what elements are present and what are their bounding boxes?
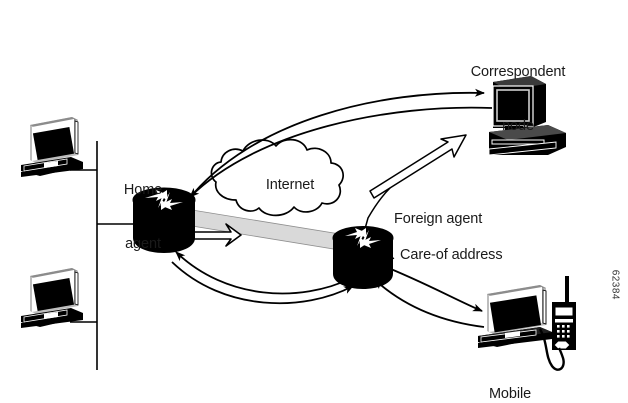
tunnel-hollow-arrow-to-home-agent	[187, 223, 242, 247]
home-agent-to-correspondent-node	[187, 88, 493, 201]
care-of-address-label: Care-of address	[400, 247, 503, 263]
internet-label: Internet	[265, 177, 315, 193]
foreign-agent-router-icon	[332, 226, 394, 289]
correspondent-node-label-line1: Correspondent	[470, 64, 566, 80]
correspondent-node-desktop-icon	[488, 76, 566, 156]
home-agent-label-line2: agent	[125, 236, 161, 252]
figure-id-label: 62384	[609, 269, 620, 300]
foreign-agent-to-mobile-node	[374, 264, 485, 328]
home-network-laptop-bottom-icon	[21, 268, 83, 328]
home-network-laptop-top-icon	[21, 117, 83, 177]
mobile-phone-icon	[538, 276, 576, 371]
mobile-node-laptop-icon	[478, 285, 552, 348]
correspondent-node-label-line2: node	[502, 118, 534, 134]
foreign-agent-leader-line	[362, 187, 391, 237]
home-agent-label-line1: Home	[123, 182, 163, 198]
mobile-node-label: Mobile node	[470, 349, 550, 403]
home-agent-label: Home agent	[108, 145, 178, 289]
home-agent-router-icon	[132, 187, 196, 253]
mobile-node-label-line1: Mobile	[488, 386, 532, 402]
internet-to-correspondent-node	[369, 134, 467, 199]
home-agent-to-foreign-agent	[171, 251, 354, 305]
correspondent-node-label: Correspondent node	[443, 27, 593, 171]
foreign-agent-label: Foreign agent	[394, 211, 483, 227]
